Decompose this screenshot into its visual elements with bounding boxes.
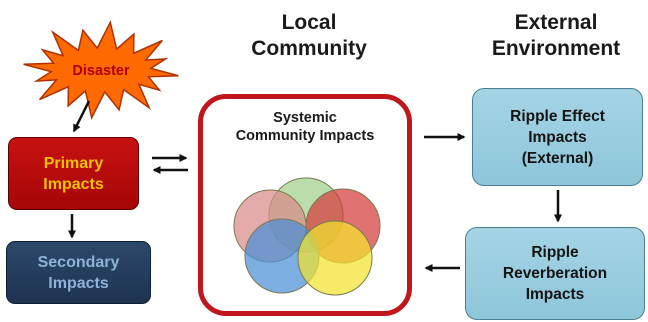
disaster-burst-shape [23, 20, 179, 120]
ripple-effect-line2: Impacts [528, 128, 587, 146]
local-community-heading-line2: Community [251, 37, 367, 60]
ripple-effect-line1: Ripple Effect [510, 107, 605, 125]
secondary-impacts-line2: Impacts [48, 274, 109, 292]
ripple-reverberation-line3: Impacts [525, 286, 585, 303]
secondary-impacts-box: Secondary Impacts [6, 241, 151, 304]
primary-impacts-line1: Primary [43, 154, 104, 172]
systemic-community-impacts-line1: Systemic [273, 110, 337, 126]
ripple-reverberation-line1: Ripple [531, 244, 579, 261]
primary-impacts-line2: Impacts [43, 175, 104, 193]
local-community-heading-line1: Local [281, 11, 337, 34]
primary-impacts-box: Primary Impacts [8, 137, 139, 210]
disaster-label: Disaster [72, 63, 130, 79]
ripple-reverberation-line2: Reverberation [502, 265, 608, 282]
local-community-heading: Local Community [224, 10, 394, 62]
systemic-community-impacts-line2: Community Impacts [235, 128, 375, 144]
external-environment-heading-line2: Environment [491, 37, 621, 60]
venn-diagram [233, 177, 381, 296]
systemic-community-impacts-title: Systemic Community Impacts [203, 109, 407, 145]
external-environment-heading: External Environment [466, 10, 646, 62]
ripple-reverberation-impacts-box: Ripple Reverberation Impacts [465, 227, 645, 320]
venn-circle-yellow [297, 220, 373, 296]
external-environment-heading-line1: External [514, 11, 598, 34]
arrow-disaster-to-primary [72, 100, 91, 133]
ripple-effect-line3: (External) [521, 149, 594, 167]
secondary-impacts-line1: Secondary [37, 253, 120, 271]
ripple-effect-impacts-box: Ripple Effect Impacts (External) [472, 88, 643, 186]
